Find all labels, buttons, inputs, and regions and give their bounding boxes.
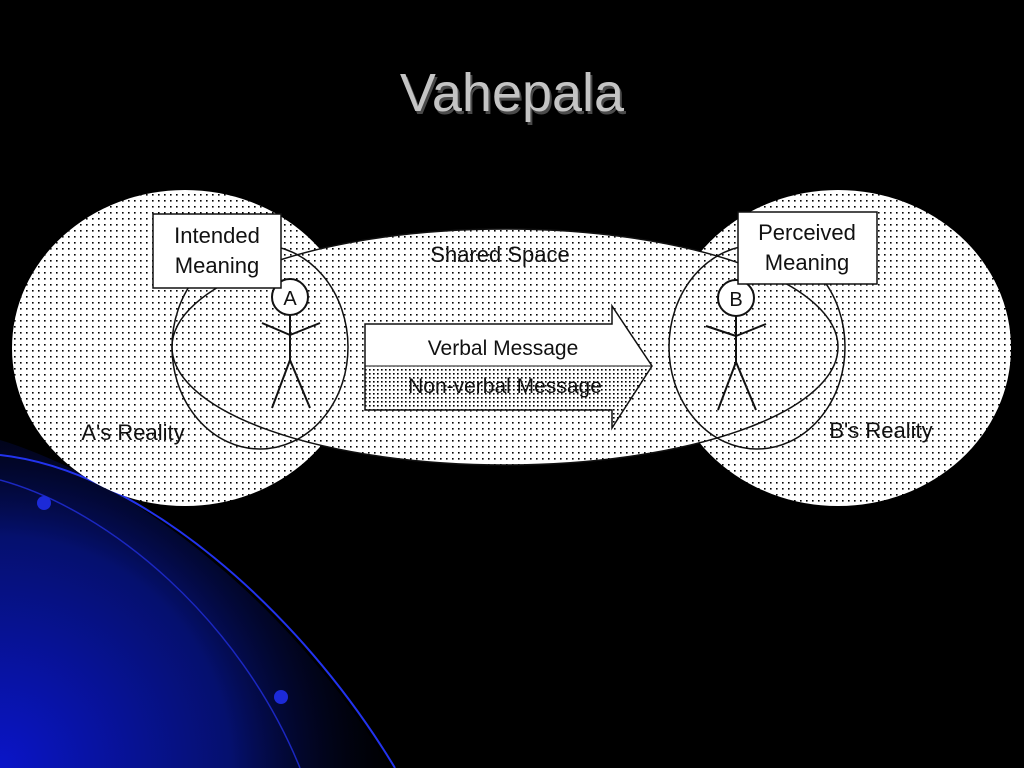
person-b-right-leg <box>735 361 757 411</box>
swoosh-arc-outer <box>0 454 396 768</box>
swoosh-dot-upper <box>37 496 51 510</box>
swoosh-dot-lower <box>274 690 288 704</box>
b-reality-label: B's Reality <box>829 418 932 443</box>
person-a-right-leg <box>289 359 311 409</box>
nonverbal-message-label: Non-verbal Message <box>408 375 602 398</box>
person-a-right-arm <box>289 322 321 336</box>
verbal-message-label: Verbal Message <box>428 337 579 360</box>
message-arrow: Verbal Message Non-verbal Message <box>364 303 653 431</box>
person-b-left-leg <box>717 361 737 411</box>
a-reality-label: A's Reality <box>81 420 184 445</box>
arrow-outline <box>364 303 653 431</box>
person-b-right-arm <box>735 323 767 337</box>
person-b-label: B <box>729 289 742 311</box>
intended-meaning-line-1: Intended <box>174 223 260 248</box>
person-b-left-arm <box>705 325 737 337</box>
intended-meaning-box: Intended Meaning <box>152 213 282 289</box>
swoosh-fill <box>0 440 390 768</box>
shared-space-label: Shared Space <box>430 242 569 267</box>
slide-title: Vahepala <box>399 63 625 123</box>
perceived-meaning-line-2: Meaning <box>765 250 849 275</box>
perceived-meaning-line-1: Perceived <box>758 220 856 245</box>
perceived-meaning-box: Perceived Meaning <box>737 211 878 285</box>
nonverbal-arrow-half <box>365 366 652 428</box>
verbal-arrow-half <box>365 306 652 366</box>
person-a-left-leg <box>271 359 291 409</box>
person-a-left-arm <box>261 322 291 336</box>
person-b-figure <box>705 279 767 411</box>
intended-meaning-line-2: Meaning <box>175 253 259 278</box>
person-a-label: A <box>283 288 297 310</box>
